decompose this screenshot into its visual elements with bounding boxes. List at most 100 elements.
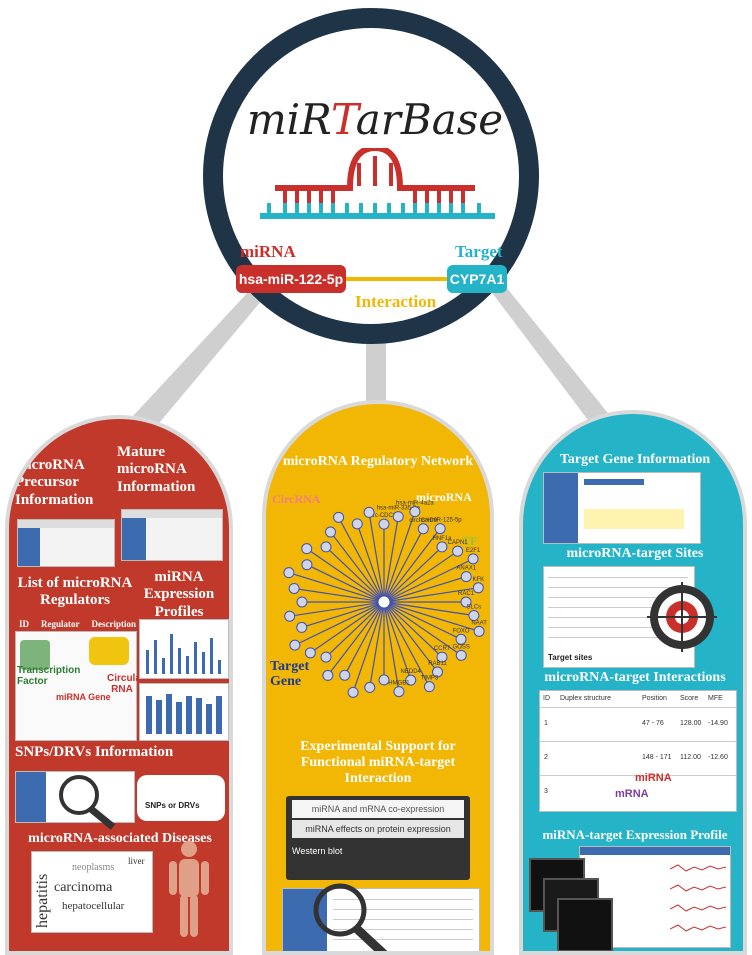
network-node: [363, 506, 375, 518]
network-node: [467, 553, 479, 565]
network-node: [301, 559, 313, 571]
interaction-table: ID Duplex structure Position Score MFE 1…: [539, 690, 737, 812]
row-score: 128.00: [680, 720, 702, 727]
network-node: [320, 541, 332, 553]
network-node-label: HMGB1: [388, 681, 410, 687]
method-item-protein[interactable]: miRNA effects on protein expression: [292, 820, 464, 838]
evidence-card: [282, 888, 480, 951]
network-node: [468, 610, 480, 622]
network-node: [378, 518, 390, 530]
network-node: [364, 681, 376, 693]
network-node-label: FOXO: [453, 628, 470, 634]
th-mfe: MFE: [708, 695, 723, 702]
network-edge: [310, 601, 385, 654]
network-node-label: HNF1a: [432, 536, 452, 542]
regulators-heading: List of microRNA Regulators: [17, 575, 133, 609]
network-node-label: hsa-miR-125-5p: [419, 518, 463, 524]
network-node: [322, 669, 334, 681]
network-node: [325, 526, 337, 538]
middle-panel: microRNA Regulatory Network CircRNA micr…: [262, 400, 494, 955]
network-node-label: circ-CDC27: [368, 513, 400, 519]
word-carcinoma: carcinoma: [54, 880, 113, 895]
network-edge: [344, 601, 385, 676]
logo-text-start: miR: [246, 95, 331, 144]
row-id: 3: [544, 788, 548, 795]
legend-tf: TF: [462, 534, 478, 548]
network-edge: [289, 601, 385, 617]
network-node-label: RAC1: [458, 591, 475, 597]
network-node: [460, 596, 472, 608]
network-edge: [369, 601, 385, 688]
circular-rna-icon: [89, 637, 129, 665]
network-node-label: circ-CHD9: [409, 518, 437, 524]
word-liver: liver: [128, 856, 145, 866]
network-edge: [383, 601, 430, 687]
row-position: 148 - 171: [642, 754, 672, 761]
network-edge: [356, 523, 385, 603]
connector-middle: [366, 330, 386, 410]
network-node: [417, 523, 429, 535]
header-id: ID: [19, 619, 30, 629]
network-edge: [288, 572, 385, 603]
network-edge: [383, 601, 480, 632]
network-node: [304, 647, 316, 659]
duplex-mrna-tag: mRNA: [615, 788, 649, 800]
precursor-card: [17, 519, 115, 567]
mirna-label: miRNA: [240, 242, 296, 261]
mature-heading: Mature microRNA Information: [117, 444, 196, 495]
network-node: [283, 567, 295, 579]
snps-heading: SNPs/DRVs Information: [15, 744, 174, 760]
th-score: Score: [680, 695, 699, 702]
duplex-icon: [260, 148, 495, 219]
duplex-mirna-tag: miRNA: [635, 772, 672, 784]
disease-word-cloud: hepatitis carcinoma hepatocellular neopl…: [31, 851, 153, 933]
magnifier-icon: [59, 775, 116, 830]
network-node-label: CAPN1: [448, 540, 469, 546]
network-edge: [383, 558, 474, 603]
table-row: 1 47 - 76 128.00 -14.90: [540, 707, 736, 742]
sites-heading: microRNA-target Sites: [566, 546, 704, 561]
support-heading: Experimental Support for Functional miRN…: [300, 739, 456, 787]
row-mfe: -14.90: [708, 720, 728, 727]
network-node-label: hsa-miR-4a2a: [396, 501, 434, 507]
evidence-magnifier-icon: [313, 883, 388, 951]
legend-target-gene: Target Gene: [270, 659, 310, 689]
target-label: Target: [455, 242, 503, 261]
interaction-table-header: ID Duplex structure Position Score MFE: [540, 691, 736, 708]
th-duplex: Duplex structure: [560, 695, 611, 702]
interaction-line: [340, 277, 450, 281]
word-neoplasms: neoplasms: [72, 862, 115, 873]
interaction-label: Interaction: [355, 292, 437, 311]
network-edge: [330, 531, 385, 603]
table-row: 3: [540, 775, 736, 809]
human-body-icon: [169, 841, 209, 937]
network-edge: [383, 576, 467, 603]
network-node: [284, 610, 296, 622]
mirtarbase-logo: miRTarBase: [230, 95, 520, 144]
network-edge: [383, 601, 412, 681]
network-edge: [383, 528, 441, 603]
network-node: [351, 518, 363, 530]
network-node: [455, 633, 467, 645]
mirna-gene-label: miRNA Gene: [56, 692, 111, 702]
row-position: 47 - 76: [642, 720, 664, 727]
network-node-label: NEDD4: [401, 669, 422, 675]
network-node: [431, 666, 443, 678]
network-node-label: NAAT: [471, 620, 487, 626]
left-panel: microRNA Precursor Information Mature mi…: [5, 415, 233, 955]
logo-text-accent: T: [330, 95, 356, 144]
target-pill: CYP7A1: [447, 265, 507, 293]
network-edge: [338, 517, 385, 603]
network-edge: [383, 587, 479, 603]
logo-text-end: arBase: [355, 95, 504, 144]
gene-info-heading: Target Gene Information: [559, 452, 711, 467]
network-node: [436, 651, 448, 663]
network-edge: [368, 512, 385, 603]
method-item-coexpression[interactable]: miRNA and mRNA co-expression: [292, 800, 464, 818]
method-item-western[interactable]: Western blot: [292, 846, 343, 856]
network-edge: [352, 601, 385, 693]
th-id: ID: [543, 695, 550, 702]
network-node: [301, 543, 313, 555]
network-node: [296, 596, 308, 608]
